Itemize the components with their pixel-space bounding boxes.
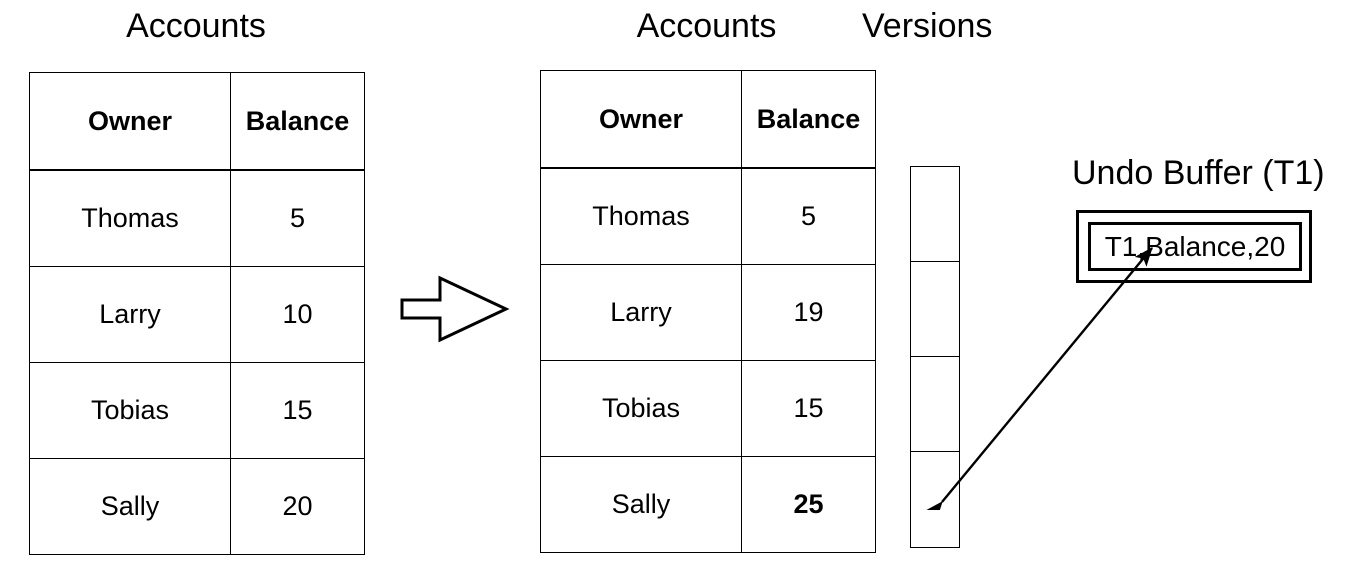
version-slot: [911, 452, 959, 547]
undo-buffer-title: Undo Buffer (T1): [1072, 154, 1325, 192]
version-slot: [911, 167, 959, 262]
column-header-owner: Owner: [540, 70, 742, 169]
accounts-table-before: Owner Balance Thomas 5 Larry 10 Tobias 1…: [29, 72, 365, 555]
cell-owner: Thomas: [29, 169, 231, 267]
accounts-table-after: Owner Balance Thomas 5 Larry 19 Tobias 1…: [540, 70, 876, 553]
cell-owner: Tobias: [540, 360, 742, 457]
column-header-owner: Owner: [29, 72, 231, 171]
undo-buffer-box: T1,Balance,20: [1076, 210, 1312, 283]
cell-balance: 15: [230, 362, 365, 459]
cell-balance: 20: [230, 458, 365, 555]
column-header-balance: Balance: [741, 70, 876, 169]
version-slot: [911, 357, 959, 452]
cell-owner: Thomas: [540, 167, 742, 265]
table-row: Larry 19: [540, 264, 876, 361]
cell-balance: 5: [230, 169, 365, 267]
column-header-balance: Balance: [230, 72, 365, 171]
cell-balance: 19: [741, 264, 876, 361]
cell-balance-updated: 25: [741, 456, 876, 553]
table-row: Sally 25: [540, 456, 876, 553]
table-header-row: Owner Balance: [540, 70, 876, 169]
cell-owner: Larry: [540, 264, 742, 361]
before-table-title: Accounts: [126, 7, 266, 45]
cell-owner: Sally: [29, 458, 231, 555]
table-row: Tobias 15: [540, 360, 876, 457]
cell-balance: 10: [230, 266, 365, 363]
cell-balance: 5: [741, 167, 876, 265]
table-row: Tobias 15: [29, 362, 365, 459]
table-row: Larry 10: [29, 266, 365, 363]
cell-owner: Sally: [540, 456, 742, 553]
transition-block-arrow-icon: [400, 275, 510, 343]
table-row: Thomas 5: [540, 167, 876, 265]
table-row: Sally 20: [29, 458, 365, 555]
versions-column: [910, 166, 960, 548]
after-table-title: Accounts: [636, 7, 777, 45]
versions-column-title: Versions: [862, 7, 993, 45]
cell-balance: 15: [741, 360, 876, 457]
table-row: Thomas 5: [29, 169, 365, 267]
table-header-row: Owner Balance: [29, 72, 365, 171]
undo-buffer-record: T1,Balance,20: [1088, 222, 1302, 271]
version-slot: [911, 262, 959, 357]
undo-buffer-record-text: T1,Balance,20: [1104, 230, 1286, 262]
cell-owner: Tobias: [29, 362, 231, 459]
cell-owner: Larry: [29, 266, 231, 363]
